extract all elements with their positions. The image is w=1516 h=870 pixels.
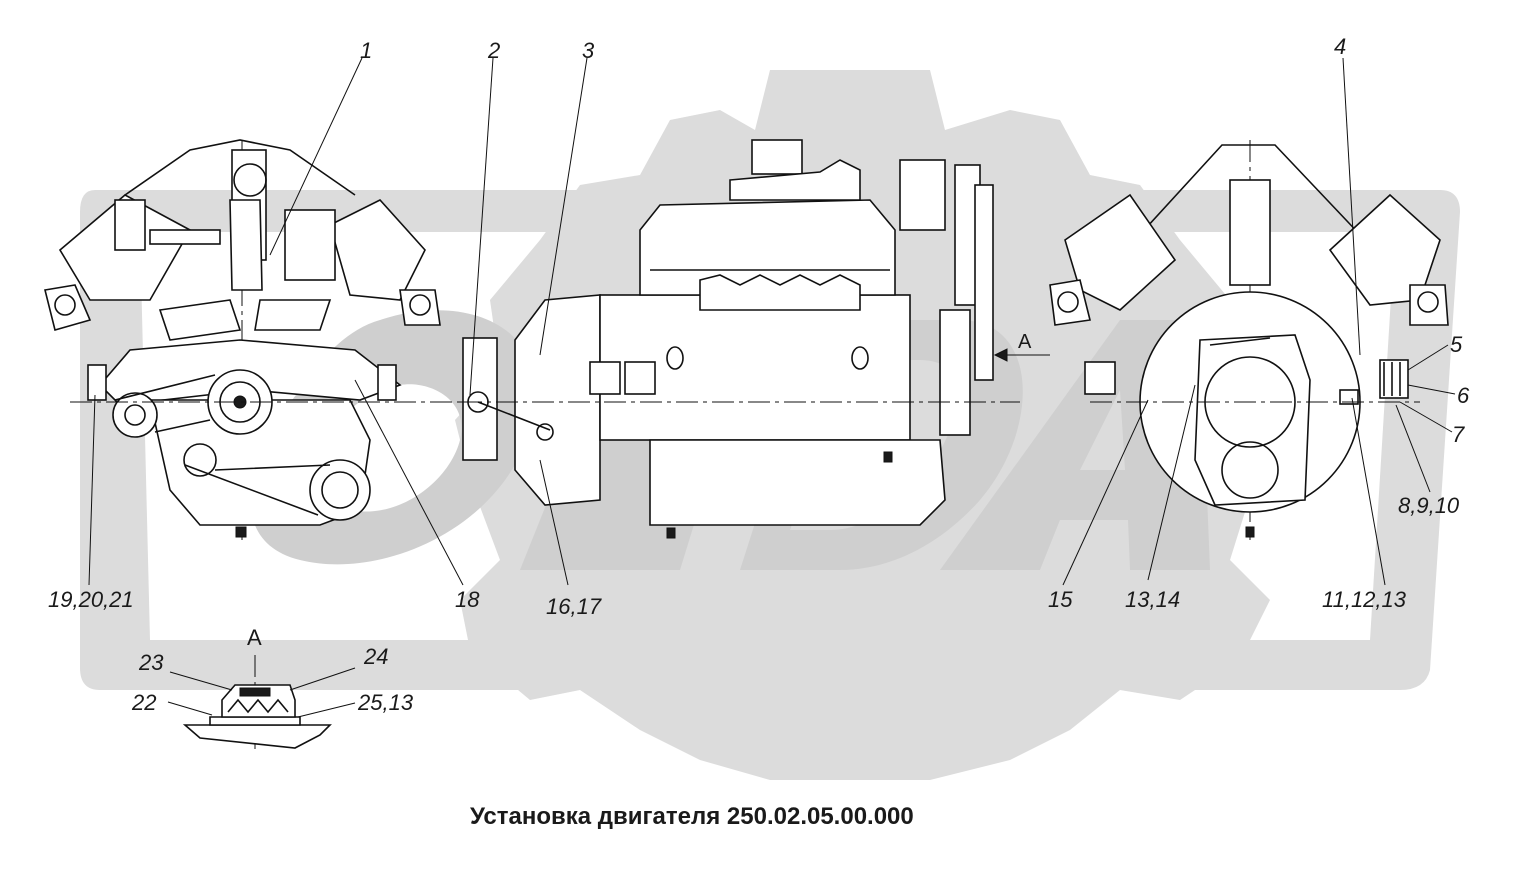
callouts: 1 2 3 4 5 6 7 8,9,10 11,12,13 13,14 15 1…	[48, 34, 1470, 715]
callout-24: 24	[363, 644, 388, 669]
callout-7: 7	[1452, 422, 1465, 447]
callout-25-13: 25,13	[357, 690, 414, 715]
callout-2: 2	[487, 38, 500, 63]
drawing-caption: Установка двигателя 250.02.05.00.000	[470, 803, 914, 830]
callout-11-12-13: 11,12,13	[1322, 587, 1407, 612]
callout-18: 18	[455, 587, 480, 612]
callout-22: 22	[131, 690, 156, 715]
watermark-frame	[80, 190, 1460, 690]
view-a-detail	[182, 655, 332, 750]
callout-23: 23	[138, 650, 164, 675]
callout-16-17: 16,17	[546, 594, 602, 619]
callout-4: 4	[1334, 34, 1346, 59]
rear-view-engine	[1049, 140, 1449, 540]
callout-8-9-10: 8,9,10	[1398, 493, 1460, 518]
callout-5: 5	[1450, 332, 1463, 357]
leader-lines	[88, 57, 1456, 718]
view-a-label: A	[247, 625, 262, 650]
side-view-engine	[460, 139, 1050, 539]
callout-1: 1	[360, 38, 372, 63]
view-a-marker: A	[1018, 331, 1032, 353]
callout-6: 6	[1457, 383, 1470, 408]
front-view-engine	[44, 139, 460, 540]
callout-3: 3	[582, 38, 595, 63]
callout-19-20-21: 19,20,21	[48, 587, 134, 612]
callout-15: 15	[1048, 587, 1073, 612]
callout-13-14: 13,14	[1125, 587, 1180, 612]
